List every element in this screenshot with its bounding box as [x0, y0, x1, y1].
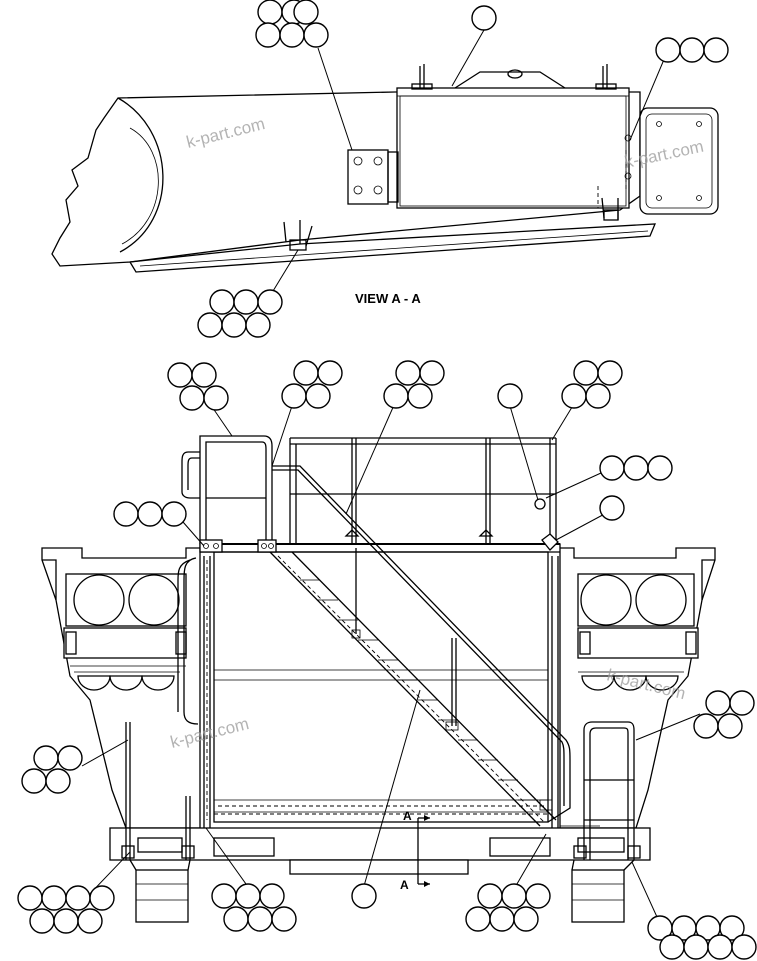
section-label-top: A	[403, 809, 412, 823]
section-label-bottom: A	[400, 878, 409, 892]
watermark: k-part.com	[184, 114, 267, 152]
watermark: k-part.com	[605, 665, 688, 703]
leader-lines	[81, 29, 701, 929]
view-title: VIEW A - A	[355, 291, 421, 306]
main-elevation	[41, 435, 716, 923]
callout-bubbles	[17, 0, 757, 960]
view-a-a	[51, 64, 719, 273]
